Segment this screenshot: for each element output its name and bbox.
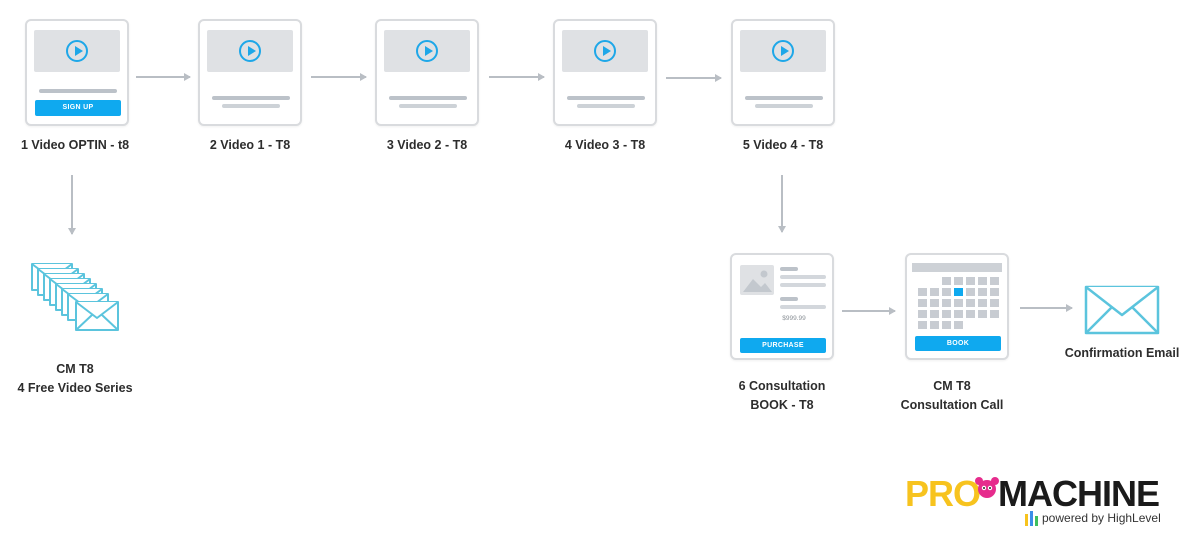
confirmation-email-label: Confirmation Email xyxy=(1064,346,1180,360)
text-line xyxy=(780,283,826,287)
play-icon xyxy=(66,40,88,62)
consultation-order-page-card[interactable]: $999.99 PURCHASE xyxy=(730,253,834,360)
text-line xyxy=(212,96,290,100)
svg-text:MACHINE: MACHINE xyxy=(998,473,1159,514)
video-placeholder xyxy=(384,30,470,72)
calendar-day xyxy=(978,299,987,307)
step-3-page-card[interactable] xyxy=(375,19,479,126)
email-series-label-2: 4 Free Video Series xyxy=(17,381,133,395)
text-line xyxy=(389,96,467,100)
calendar-day xyxy=(990,299,999,307)
play-icon xyxy=(239,40,261,62)
text-line xyxy=(399,104,457,108)
calendar-icon xyxy=(912,263,1002,329)
sign-up-button[interactable]: SIGN UP xyxy=(35,100,121,116)
play-icon xyxy=(594,40,616,62)
text-line xyxy=(39,89,117,93)
step-2-label: 2 Video 1 - T8 xyxy=(209,138,291,152)
promachine-logo: PRO MACHINE powered by HighLevel xyxy=(905,470,1175,530)
calendar-day xyxy=(942,310,951,318)
calendar-day xyxy=(930,288,939,296)
video-placeholder xyxy=(34,30,120,72)
calendar-day xyxy=(918,299,927,307)
calendar-day xyxy=(990,288,999,296)
text-line xyxy=(780,305,826,309)
step-3-label: 3 Video 2 - T8 xyxy=(386,138,468,152)
calendar-day xyxy=(978,277,987,285)
calendar-day-selected xyxy=(954,288,963,296)
consultation-label-2: BOOK - T8 xyxy=(750,398,814,412)
consultation-call-label-1: CM T8 xyxy=(933,379,971,393)
step-4-label: 4 Video 3 - T8 xyxy=(564,138,646,152)
calendar-day xyxy=(918,321,927,329)
step-5-page-card[interactable] xyxy=(731,19,835,126)
text-line xyxy=(577,104,635,108)
text-line xyxy=(222,104,280,108)
consultation-call-label-2: Consultation Call xyxy=(900,398,1004,412)
step-2-page-card[interactable] xyxy=(198,19,302,126)
powered-by-text: powered by HighLevel xyxy=(1042,511,1161,525)
video-placeholder xyxy=(207,30,293,72)
book-button[interactable]: BOOK xyxy=(915,336,1001,351)
text-line xyxy=(780,297,798,301)
calendar-day xyxy=(918,288,927,296)
calendar-day xyxy=(954,277,963,285)
step-1-label: 1 Video OPTIN - t8 xyxy=(20,138,130,152)
calendar-day xyxy=(954,310,963,318)
step-5-label: 5 Video 4 - T8 xyxy=(742,138,824,152)
calendar-day xyxy=(930,321,939,329)
calendar-day xyxy=(942,299,951,307)
calendar-day xyxy=(954,321,963,329)
consultation-label-1: 6 Consultation xyxy=(738,379,826,393)
video-placeholder xyxy=(562,30,648,72)
text-line xyxy=(780,267,798,271)
text-line xyxy=(780,275,826,279)
calendar-day xyxy=(954,299,963,307)
svg-text:PRO: PRO xyxy=(905,473,980,514)
email-stack-icon xyxy=(31,263,119,331)
calendar-day xyxy=(978,310,987,318)
envelope-icon xyxy=(1084,285,1160,335)
play-icon xyxy=(416,40,438,62)
calendar-day xyxy=(966,277,975,285)
calendar-day xyxy=(990,310,999,318)
calendar-day xyxy=(966,288,975,296)
calendar-day xyxy=(942,321,951,329)
calendar-day xyxy=(990,277,999,285)
calendar-day xyxy=(978,288,987,296)
step-4-page-card[interactable] xyxy=(553,19,657,126)
text-line xyxy=(745,96,823,100)
consultation-call-calendar-card[interactable]: BOOK xyxy=(905,253,1009,360)
video-placeholder xyxy=(740,30,826,72)
calendar-day xyxy=(930,299,939,307)
play-icon xyxy=(772,40,794,62)
text-line xyxy=(567,96,645,100)
text-line xyxy=(755,104,813,108)
image-placeholder-icon xyxy=(740,265,774,295)
calendar-day xyxy=(942,288,951,296)
step-1-page-card[interactable]: SIGN UP xyxy=(25,19,129,126)
price-text: $999.99 xyxy=(782,315,806,322)
purchase-button[interactable]: PURCHASE xyxy=(740,338,826,353)
highlevel-icon xyxy=(1025,511,1038,526)
calendar-day xyxy=(966,310,975,318)
email-series-label-1: CM T8 xyxy=(56,362,94,376)
calendar-day xyxy=(942,277,951,285)
calendar-day xyxy=(930,310,939,318)
calendar-day xyxy=(966,299,975,307)
calendar-day xyxy=(918,310,927,318)
